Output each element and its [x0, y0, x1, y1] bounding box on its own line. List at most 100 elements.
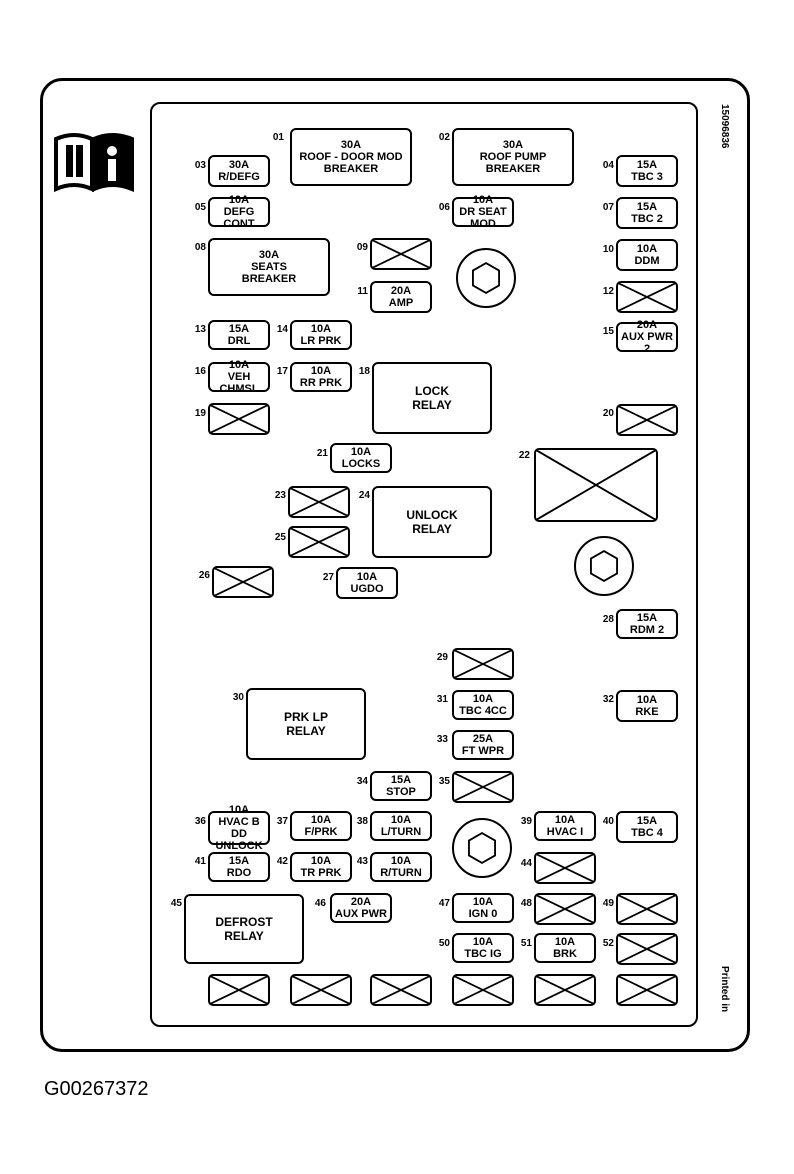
fuse-number: 20 [602, 408, 614, 419]
fuse-number: 23 [274, 490, 286, 501]
relay-18: LOCK RELAY [372, 362, 492, 434]
fuse-07: 15A TBC 2 [616, 197, 678, 229]
fuse-05: 10A DEFG CONT [208, 194, 270, 230]
fuse-rating: 10A [310, 814, 332, 826]
relay-30: PRK LP RELAY [246, 688, 366, 760]
fuse-label: BREAKER [485, 163, 541, 175]
fuse-number: 38 [356, 816, 368, 827]
fuse-rating: 30A [258, 249, 280, 261]
relay-label: RELAY [224, 929, 264, 943]
fuse-52-empty [616, 933, 678, 965]
printed-in-label: Printed in [719, 966, 730, 1013]
fuse-16: 10A VEH CHMSL [208, 359, 270, 395]
fuse-19-empty [208, 403, 270, 435]
fuse-rating: 20A [636, 319, 658, 331]
fuse-51: 10A BRK [534, 933, 596, 963]
fuse-label: TBC 2 [631, 213, 663, 225]
fuse-38: 10A L/TURN [370, 811, 432, 841]
fuse-number: 06 [438, 202, 450, 213]
fuse-42: 10A TR PRK [290, 852, 352, 882]
fuse-number: 44 [520, 858, 532, 869]
fuse-33: 25A FT WPR [452, 730, 514, 760]
fuse-20-empty [616, 404, 678, 436]
fuse-09-empty [370, 238, 432, 270]
fuse-label: BRK [553, 948, 577, 960]
fuse-label: TBC 4 [631, 827, 663, 839]
fuse-rating: 15A [228, 855, 250, 867]
fuse-label: DEFG CONT [223, 206, 255, 230]
fuse-number: 50 [438, 938, 450, 949]
fuse-21: 10A LOCKS [330, 443, 392, 473]
bolt-stud-icon [452, 818, 512, 878]
fuse-36: 10A HVAC B DD UNLOCK [208, 804, 270, 852]
fuse-10: 10A DDM [616, 239, 678, 271]
diagram-code: G00267372 [44, 1078, 149, 1100]
fuse-number: 46 [314, 898, 326, 909]
fuse-rating: 10A [310, 323, 332, 335]
fuse-08: 30A SEATS BREAKER [208, 238, 330, 296]
relay-22-empty [534, 448, 658, 522]
fuse-number: 27 [322, 572, 334, 583]
fuse-number: 13 [194, 324, 206, 335]
fuse-number: 47 [438, 898, 450, 909]
fuse-label: IGN 0 [468, 908, 498, 920]
fuse-rating: 10A [356, 571, 378, 583]
fuse-34: 15A STOP [370, 771, 432, 801]
fuse-label: DDM [634, 255, 660, 267]
relay-label: LOCK [415, 384, 449, 398]
fuse-label: BREAKER [323, 163, 379, 175]
fuse-13: 15A DRL [208, 320, 270, 350]
fuse-number: 14 [276, 324, 288, 335]
fuse-label: FT WPR [461, 745, 505, 757]
fuse-rating: 10A [310, 855, 332, 867]
spare-fuse-empty [370, 974, 432, 1006]
fuse-label: AUX PWR [335, 908, 387, 920]
fuse-rating: 25A [472, 733, 494, 745]
spare-fuse-empty [290, 974, 352, 1006]
fuse-rating: 15A [228, 323, 250, 335]
fuse-rating: 10A [390, 855, 412, 867]
fuse-number: 30 [232, 692, 244, 703]
fuse-rating: 30A [340, 139, 362, 151]
fuse-06: 10A DR SEAT MOD [452, 194, 514, 230]
spare-fuse-empty [534, 974, 596, 1006]
fuse-02: 30A ROOF PUMP BREAKER [452, 128, 574, 186]
fuse-label: RDM 2 [629, 624, 665, 636]
fuse-number: 12 [602, 286, 614, 297]
fuse-label: R/DEFG [218, 171, 260, 183]
fuse-panel [150, 102, 698, 1027]
fuse-label: TBC 3 [631, 171, 663, 183]
fuse-label: BREAKER [241, 273, 297, 285]
fuse-rating: 10A [350, 446, 372, 458]
fuse-49-empty [616, 893, 678, 925]
fuse-44-empty [534, 852, 596, 884]
fuse-26-empty [212, 566, 274, 598]
fuse-label: RDO [226, 867, 252, 879]
fuse-number: 36 [194, 816, 206, 827]
spare-fuse-empty [452, 974, 514, 1006]
fuse-number: 09 [356, 242, 368, 253]
fuse-number: 31 [436, 694, 448, 705]
fuse-number: 02 [438, 132, 450, 143]
fuse-25-empty [288, 526, 350, 558]
spare-fuse-empty [208, 974, 270, 1006]
fuse-number: 28 [602, 614, 614, 625]
fuse-rating: 20A [350, 896, 372, 908]
fuse-40: 15A TBC 4 [616, 811, 678, 843]
fuse-label: TBC 4CC [459, 705, 507, 717]
relay-label: RELAY [412, 522, 452, 536]
fuse-28: 15A RDM 2 [616, 609, 678, 639]
fuse-27: 10A UGDO [336, 567, 398, 599]
fuse-label: RKE [635, 706, 659, 718]
fuse-label: AMP [388, 297, 414, 309]
fuse-number: 07 [602, 202, 614, 213]
fuse-04: 15A TBC 3 [616, 155, 678, 187]
fuse-number: 17 [276, 366, 288, 377]
fuse-number: 22 [518, 450, 530, 461]
fuse-number: 37 [276, 816, 288, 827]
relay-45: DEFROST RELAY [184, 894, 304, 964]
fuse-number: 48 [520, 898, 532, 909]
fuse-number: 52 [602, 938, 614, 949]
relay-label: RELAY [412, 398, 452, 412]
part-number: 15096836 [719, 104, 730, 149]
